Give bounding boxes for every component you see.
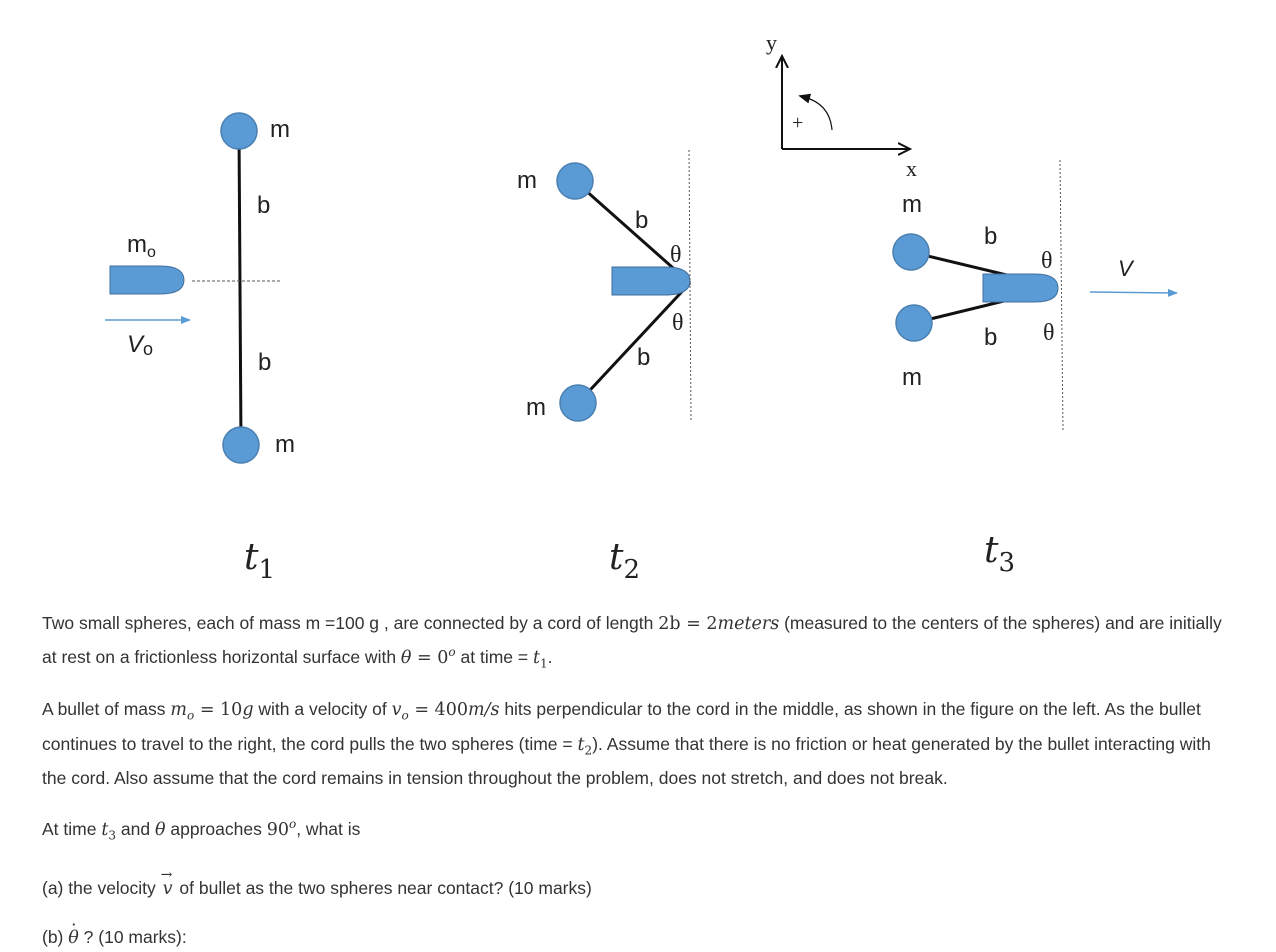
question-b: (b) θ ? (10 marks): [42,911,1232,952]
mass-label-bottom-t2: m [526,394,546,421]
x-axis-label: x [906,156,917,181]
theta-dot: θ [68,911,79,952]
rotation-sign-label: + [792,112,803,134]
cord-label-bottom-t2: b [637,344,650,371]
velocity-vector: v [161,861,175,903]
paragraph-bullet: A bullet of mass mo = 10g with a velocit… [42,699,1211,789]
physics-diagram: m m b b mo Vo t1 m m b b θ θ t2 y x + [105,30,1178,585]
mass-label-bottom-t3: m [902,364,922,391]
time-label-t1: t1 [244,537,275,585]
reference-line-t2 [688,149,692,421]
sphere-top-t2 [556,162,594,200]
mass-label-top-t3: m [902,191,922,218]
sphere-bottom-t1 [222,426,260,464]
cord-label-bottom-t1: b [258,349,271,376]
question-a: (a) the velocity v of bullet as the two … [42,861,1232,903]
paragraph-setup: Two small spheres, each of mass m =100 g… [42,613,1222,671]
problem-statement: Two small spheres, each of mass m =100 g… [42,609,1232,952]
time-label-t3: t3 [984,530,1015,578]
angle-label-top-t3: θ [1041,248,1053,274]
angle-label-top-t2: θ [670,242,682,268]
mass-label-top-t2: m [517,167,537,194]
cord-t1 [237,130,243,446]
sphere-top-t3 [892,233,930,271]
cord-label-top-t2: b [635,207,648,234]
mass-label-bottom-t1: m [275,431,295,458]
y-axis-label: y [766,30,777,55]
cord-label-top-t3: b [984,223,997,250]
time-label-t2: t2 [609,537,640,585]
bullet-t2 [611,266,691,296]
cord-bottom-t2 [576,281,692,405]
rotation-arrow [798,93,833,131]
sphere-bottom-t2 [559,384,597,422]
velocity-label-t1: Vo [127,331,153,359]
bullet-t1 [109,265,185,295]
cord-label-top-t1: b [257,192,270,219]
sphere-top-t1 [220,112,258,150]
mass-label-top-t1: m [270,116,290,143]
cord-label-bottom-t3: b [984,324,997,351]
bullet-mass-label: mo [127,231,156,261]
angle-label-bottom-t2: θ [672,310,684,336]
velocity-label-t3: V [1118,256,1135,281]
sphere-bottom-t3 [895,304,933,342]
velocity-arrow-t3 [1089,288,1178,297]
coordinate-axes: y x + [766,30,917,181]
reference-line-t3 [1059,159,1064,431]
bullet-t3 [982,273,1059,303]
angle-label-bottom-t3: θ [1043,320,1055,346]
cord-top-t2 [574,179,691,285]
panel-t2: m m b b θ θ t2 [517,149,692,585]
paragraph-question: At time t3 and θ approaches 90o, what is [42,817,361,843]
panel-t3: m m b b θ θ V t3 [892,159,1178,578]
panel-t1: m m b b mo Vo t1 [105,112,295,585]
